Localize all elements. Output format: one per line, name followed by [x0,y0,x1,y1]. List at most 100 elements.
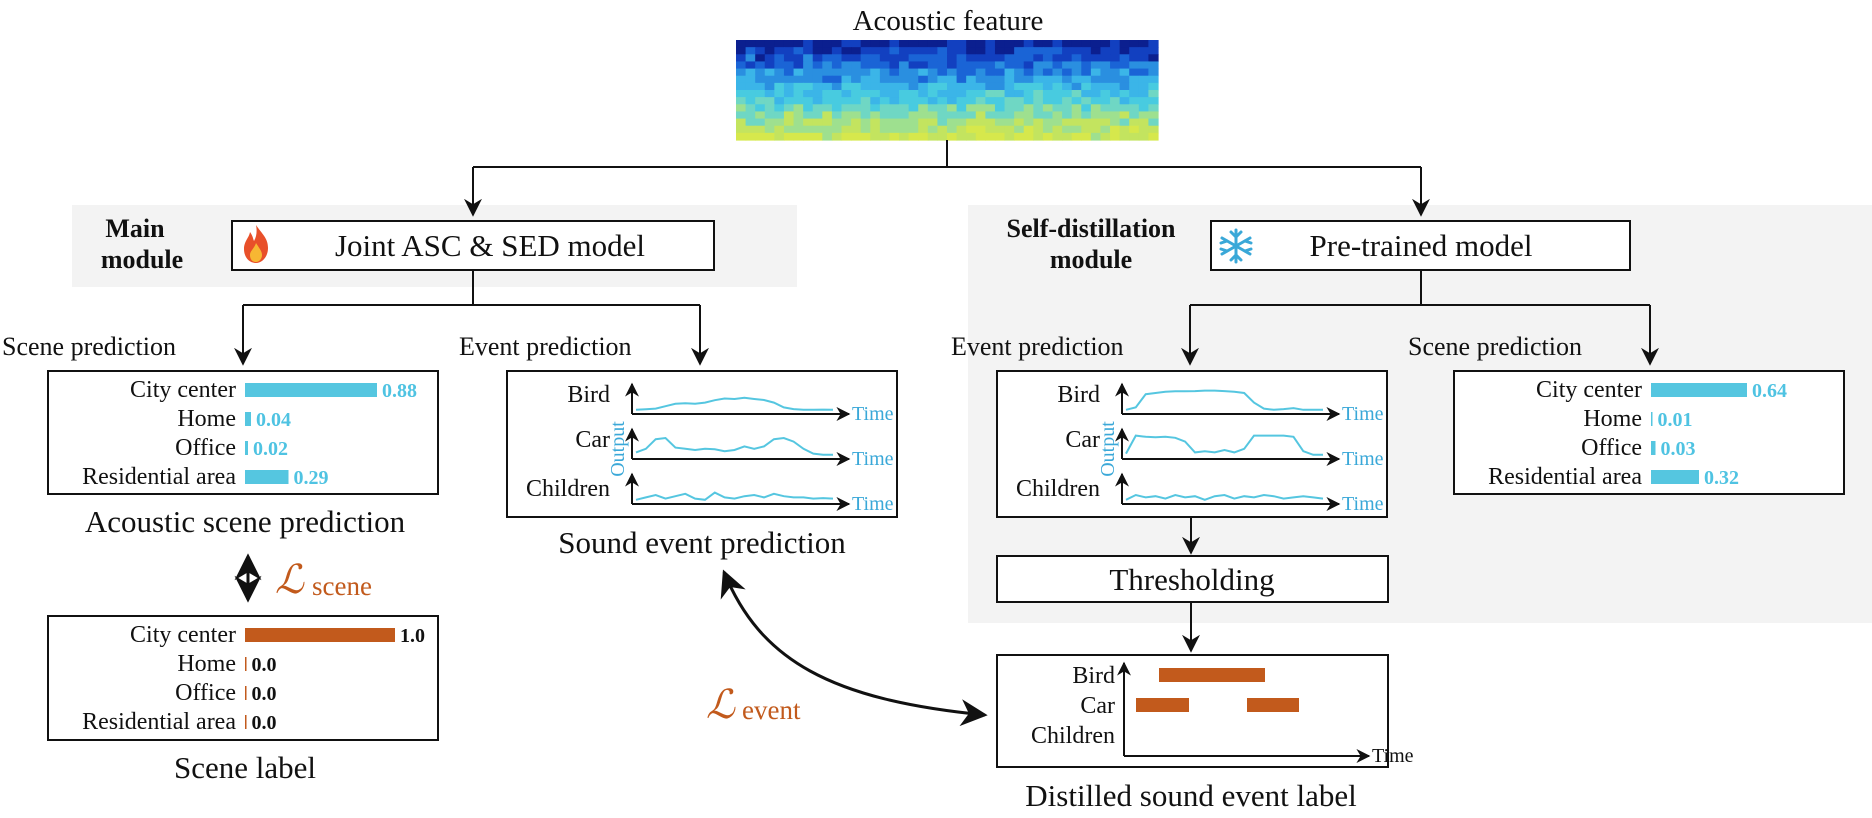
spectrogram-cell [1100,97,1111,105]
event-class-label: Bird [567,382,610,408]
spectrogram-cell [764,118,775,127]
loss-event-symbol: ℒ [706,682,736,727]
spectrogram-cell [1033,82,1044,91]
spectrogram-cell [975,90,986,98]
spectrogram-cell [1033,47,1044,55]
spectrogram-cell [1100,54,1111,63]
spectrogram-cell [1090,61,1102,70]
spectrogram-cell [985,118,996,127]
spectrogram-cell [783,104,795,113]
spectrogram-cell [1119,132,1130,141]
spectrogram-cell [774,47,785,55]
spectrogram-cell [1052,61,1063,70]
spectrogram-cell [860,40,871,48]
spectrogram-cell [774,61,785,70]
spectrogram-cell [1100,118,1111,127]
spectrogram-cell [1033,132,1044,141]
spectrogram-cell [889,118,900,127]
spectrogram-cell [1110,75,1121,84]
spectrogram-cell [908,104,919,113]
spectrogram-cell [1138,40,1150,48]
spectrogram-cell [985,90,996,98]
spectrogram-cell [793,118,804,127]
spectrogram-cell [793,104,804,113]
time-axis-label: Time [852,403,894,425]
spectrogram-cell [985,75,996,84]
spectrogram-cell [1071,90,1082,98]
spectrogram-cell [1148,82,1159,91]
event-class-label: Children [526,476,610,502]
scene-category-label: Office [175,435,236,461]
event-class-label: Car [575,427,610,453]
spectrogram-cell [889,75,900,84]
spectrogram-cell [1119,111,1130,120]
spectrogram-cell [822,47,833,55]
spectrogram-cell [947,132,958,141]
spectrogram-cell [1148,97,1159,105]
spectrogram-cell [927,125,939,134]
spectrogram-cell [956,47,967,55]
spectrogram-cell [966,82,977,91]
spectrogram-cell [841,118,852,127]
spectrogram-cell [841,125,852,134]
spectrogram-cell [1119,97,1130,105]
spectrogram-cell [985,54,996,63]
spectrogram-cell [1014,47,1025,55]
spectrogram-cell [774,118,785,127]
spectrogram-cell [870,125,881,134]
spectrogram-cell [822,68,833,77]
spectrogram-cell [1110,61,1121,70]
thresholding-box [996,555,1389,603]
scene-value-label: 0.32 [1704,467,1739,489]
spectrogram-cell [1062,68,1073,77]
spectrogram-cell [803,75,814,84]
scene-value-label: 1.0 [400,625,425,647]
scene-bar [245,657,247,671]
spectrogram-cell [1100,82,1111,91]
spectrogram-cell [994,40,1006,48]
spectrogram-cell [1042,118,1054,127]
spectrogram-cell [1138,90,1150,98]
spectrogram-cell [975,61,986,70]
spectrogram-cell [783,61,795,70]
spectrogram-cell [736,54,747,63]
spectrogram-cell [870,40,881,48]
spectrogram-cell [947,75,958,84]
spectrogram-cell [956,118,967,127]
spectrogram-cell [1014,82,1025,91]
spectrogram-cell [1090,97,1102,105]
spectrogram-cell [889,68,900,77]
spectrogram-cell [947,47,958,55]
spectrogram-cell [899,54,910,63]
spectrogram-cell [1004,125,1015,134]
spectrogram-cell [947,118,958,127]
spectrogram-cell [764,104,775,113]
sd-scene-prediction-label: Scene prediction [1408,332,1582,361]
spectrogram-cell [937,40,948,48]
spectrogram-cell [1081,90,1092,98]
spectrogram-cell [1014,104,1025,113]
event-output-curve [1125,493,1324,501]
spectrogram-cell [956,97,967,105]
spectrogram-cell [1033,54,1044,63]
spectrogram-cell [831,75,843,84]
spectrogram-cell [831,111,843,120]
spectrogram-cell [851,97,862,105]
spectrogram-cell [1129,104,1140,113]
spectrogram-cell [870,132,881,141]
spectrogram-cell [994,104,1006,113]
spectrogram-cell [975,82,986,91]
spectrogram-cell [1100,47,1111,55]
spectrogram-cell [1014,97,1025,105]
time-axis-label: Time [1342,403,1384,425]
spectrogram-cell [793,61,804,70]
spectrogram-cell [927,40,939,48]
spectrogram-cell [774,82,785,91]
spectrogram-cell [937,61,948,70]
spectrogram-cell [1090,40,1102,48]
spectrogram-cell [1100,68,1111,77]
spectrogram-cell [870,47,881,55]
spectrogram-cell [937,118,948,127]
spectrogram-cell [793,75,804,84]
